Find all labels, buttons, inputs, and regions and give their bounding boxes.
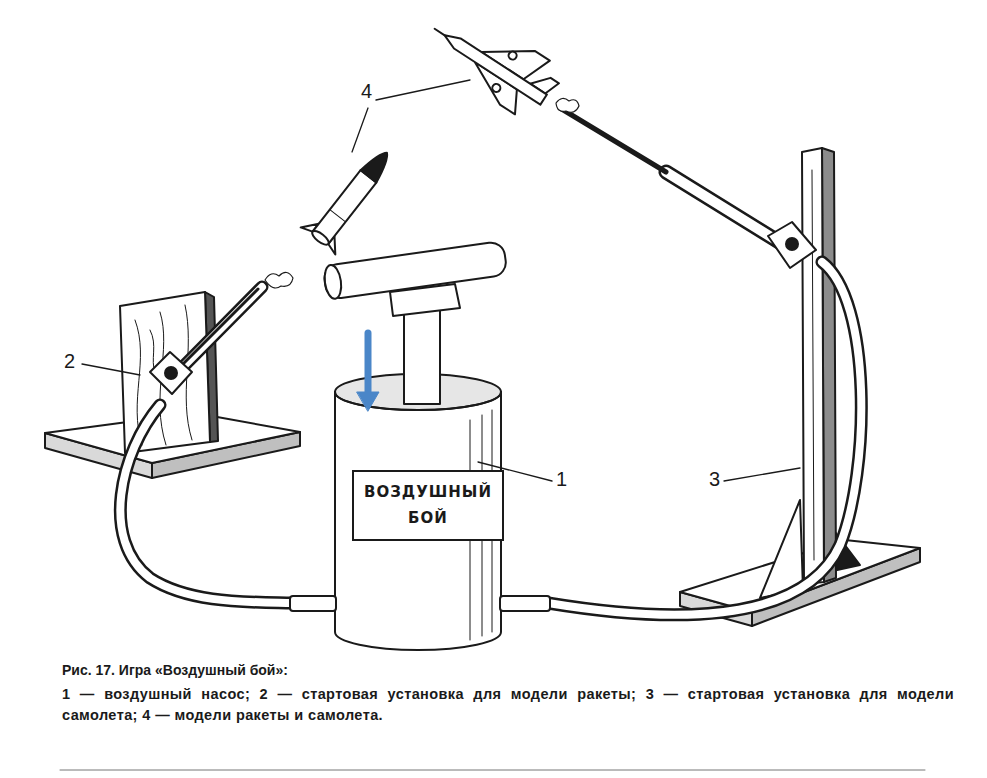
- pump-rim-front: [335, 392, 501, 410]
- hose-fitting: [290, 596, 336, 611]
- push-arrow: [365, 333, 372, 394]
- leader-line: [724, 468, 800, 481]
- clamp-bolt: [786, 238, 798, 250]
- stand-board: [120, 292, 210, 453]
- plane-hole: [507, 50, 518, 61]
- callout-number: 2: [64, 350, 75, 373]
- rocket-nozzle: [310, 229, 331, 248]
- air-pump: [290, 241, 550, 650]
- wood-grain: [812, 170, 814, 560]
- clamp-bolt: [165, 367, 177, 379]
- rocket-model: [301, 139, 405, 254]
- hose: [548, 262, 861, 615]
- plane-hole: [491, 82, 502, 93]
- plane-probe: [435, 29, 445, 36]
- label-text: ВОЗДУШНЫЙ БОЙ: [364, 480, 492, 531]
- callout-number: 4: [361, 80, 372, 103]
- hose: [120, 405, 292, 603]
- leader-line: [82, 364, 140, 375]
- leader-line: [376, 80, 470, 100]
- push-arrow-head: [357, 392, 379, 411]
- plane-launch-stand: [548, 98, 920, 626]
- launch-rod: [560, 108, 666, 172]
- pump-handle-end: [323, 264, 344, 300]
- launch-tube-shade: [175, 289, 258, 372]
- hose: [120, 405, 292, 603]
- plane-fuselage: [441, 30, 546, 104]
- rocket-launch-stand: [45, 272, 300, 603]
- figure-caption: 1 — воздушный насос; 2 — стартовая устан…: [62, 684, 954, 726]
- tube-clamp: [768, 222, 816, 268]
- leader-line: [352, 108, 368, 152]
- callout-number: 1: [556, 468, 567, 491]
- figure-title: Рис. 17. Игра «Воздушный бой»:: [62, 662, 288, 678]
- callout-number: 3: [709, 468, 720, 491]
- pump-label: ВОЗДУШНЫЙ БОЙ: [352, 470, 504, 541]
- air-puff: [556, 98, 579, 112]
- rule-line: [60, 770, 925, 771]
- hose-fitting: [500, 596, 550, 611]
- plane-model: [419, 0, 566, 125]
- rocket-nose: [361, 147, 395, 183]
- tube-clamp: [150, 352, 192, 394]
- hose: [548, 262, 861, 615]
- pump-handle: [323, 241, 508, 300]
- pump-rod: [404, 300, 440, 404]
- stand-post: [802, 148, 824, 584]
- rocket-seam: [330, 210, 346, 222]
- air-puff: [265, 272, 293, 288]
